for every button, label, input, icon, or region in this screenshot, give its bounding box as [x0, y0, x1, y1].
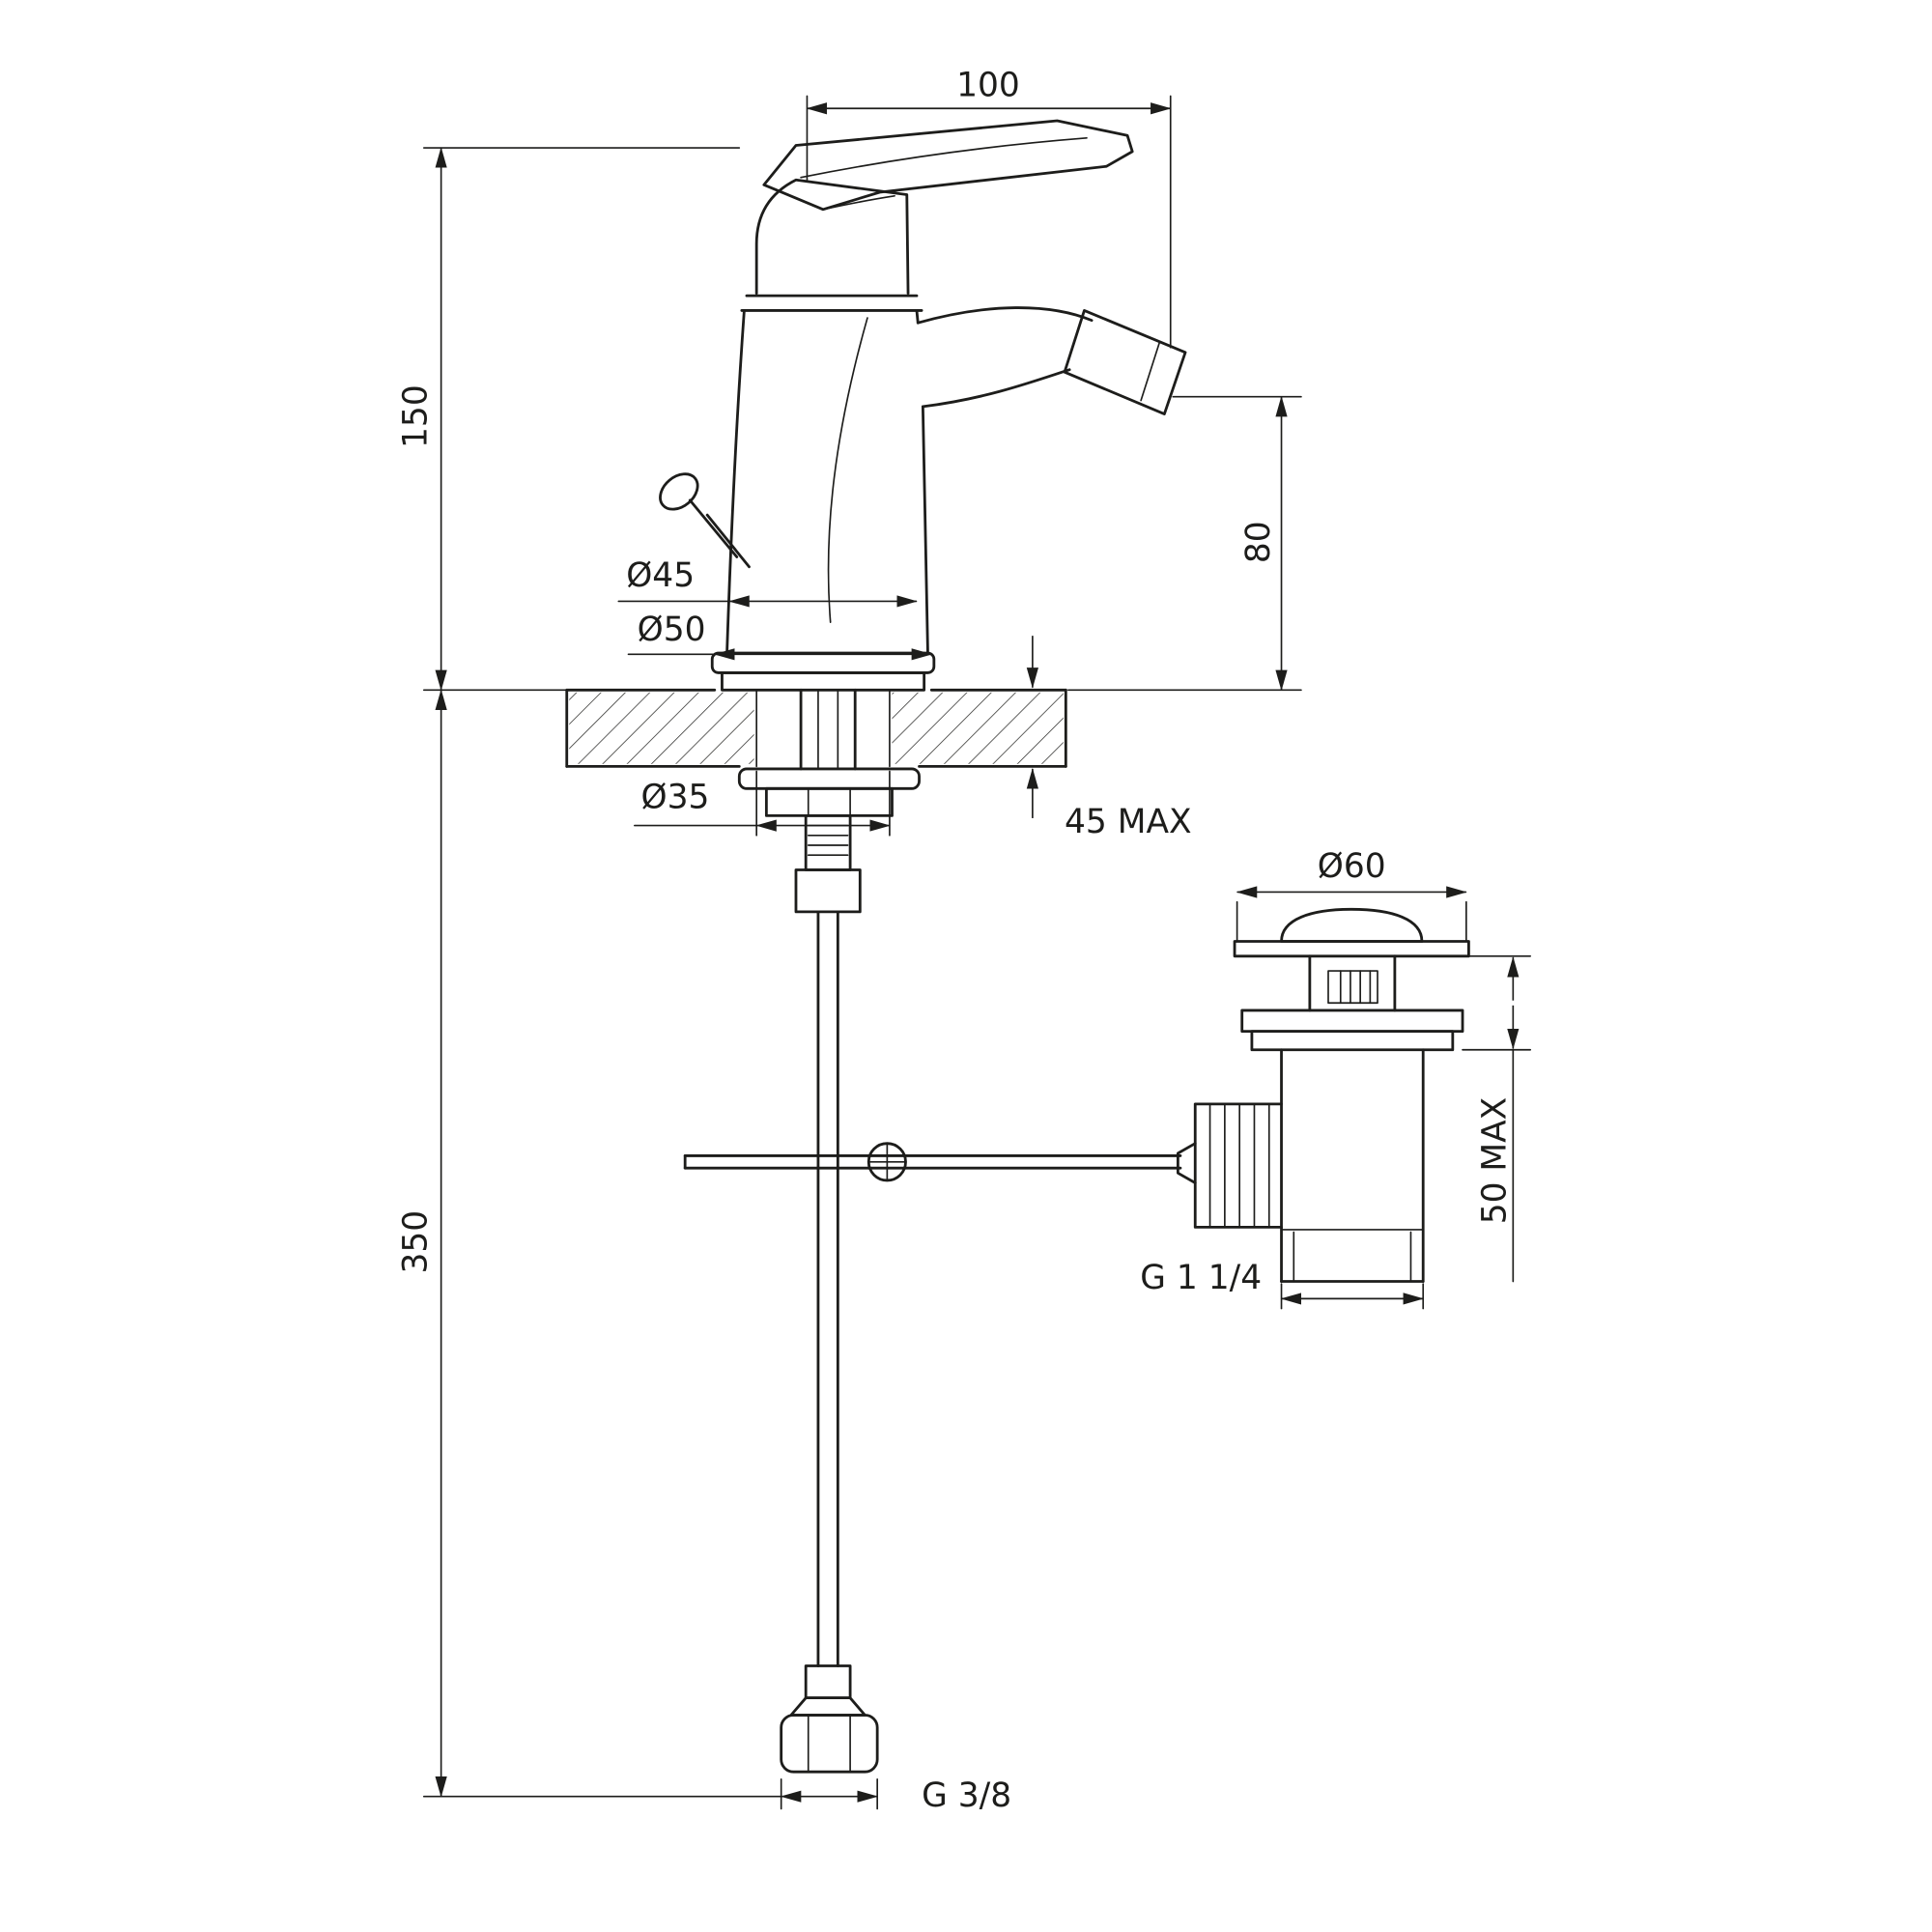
waste-cap	[1280, 907, 1424, 943]
dimension-base-diameter: Ø50	[627, 611, 933, 661]
dim-label-spout-reach: 100	[956, 66, 1020, 104]
hose-collar	[804, 1664, 852, 1700]
mounting-shank	[799, 688, 857, 771]
deck-hatch-right	[892, 692, 1064, 764]
popup-linkage	[683, 1142, 1182, 1182]
dim-label-outlet-height: 80	[1239, 521, 1278, 563]
faucet-base	[710, 651, 936, 692]
waste-assembly: Ø60	[1140, 847, 1532, 1310]
dim-label-waste-thread: G 1 1/4	[1140, 1259, 1262, 1297]
dimension-deck-thickness: 45 MAX	[1026, 636, 1192, 841]
dimension-spout-reach: 100	[806, 66, 1172, 349]
dim-label-supply-thread: G 3/8	[922, 1776, 1011, 1815]
fixing-nut	[764, 786, 894, 817]
dimension-height-above-deck: 150	[396, 147, 741, 692]
clamp-screw	[867, 1142, 907, 1182]
dim-label-body-diameter: Ø45	[626, 556, 695, 595]
dimension-supply-length: 350	[396, 689, 782, 1798]
dim-label-height-above-deck: 150	[396, 384, 435, 448]
dim-label-mounting-hole: Ø35	[641, 779, 710, 817]
faucet-body	[725, 294, 929, 655]
dimension-waste-flange: Ø60	[1236, 847, 1467, 943]
dimension-waste-thread: G 1 1/4	[1140, 1259, 1425, 1310]
fixing-hardware	[737, 767, 921, 914]
hose-taper	[789, 1696, 867, 1717]
waste-flange	[1233, 940, 1470, 958]
dimension-mounting-hole: Ø35	[634, 770, 891, 837]
hose-nut	[780, 1714, 879, 1774]
dim-label-waste-deck-max: 50 MAX	[1476, 1097, 1515, 1225]
dim-label-base-diameter: Ø50	[638, 611, 706, 649]
waste-neck	[1308, 954, 1397, 1012]
mounting-deck	[565, 688, 1067, 768]
aerator	[1063, 309, 1187, 415]
faucet-spout	[916, 306, 1094, 409]
dimension-supply-thread: G 3/8	[780, 1776, 1011, 1815]
faucet	[659, 119, 1187, 692]
dimension-waste-deck-max: 50 MAX	[1462, 954, 1532, 1283]
deck-hatch-left	[569, 692, 754, 764]
waste-coupling-nut	[1176, 1102, 1283, 1229]
horseshoe-washer	[737, 767, 921, 790]
dim-label-waste-flange: Ø60	[1318, 847, 1386, 886]
waste-washer-ring-upper	[1240, 1009, 1464, 1034]
dimension-body-diameter: Ø45	[617, 556, 918, 608]
stud-end-block	[794, 868, 862, 914]
dimension-outlet-height: 80	[1067, 395, 1302, 692]
waste-body	[1280, 1048, 1425, 1283]
faucet-lever-handle	[754, 119, 1134, 295]
waste-washer-ring-lower	[1250, 1030, 1455, 1052]
supply-hose	[780, 910, 879, 1774]
threaded-stud	[804, 813, 852, 871]
dim-label-supply-length: 350	[396, 1210, 435, 1274]
dim-label-deck-thickness: 45 MAX	[1065, 803, 1192, 841]
popup-rod-knob	[659, 472, 751, 569]
